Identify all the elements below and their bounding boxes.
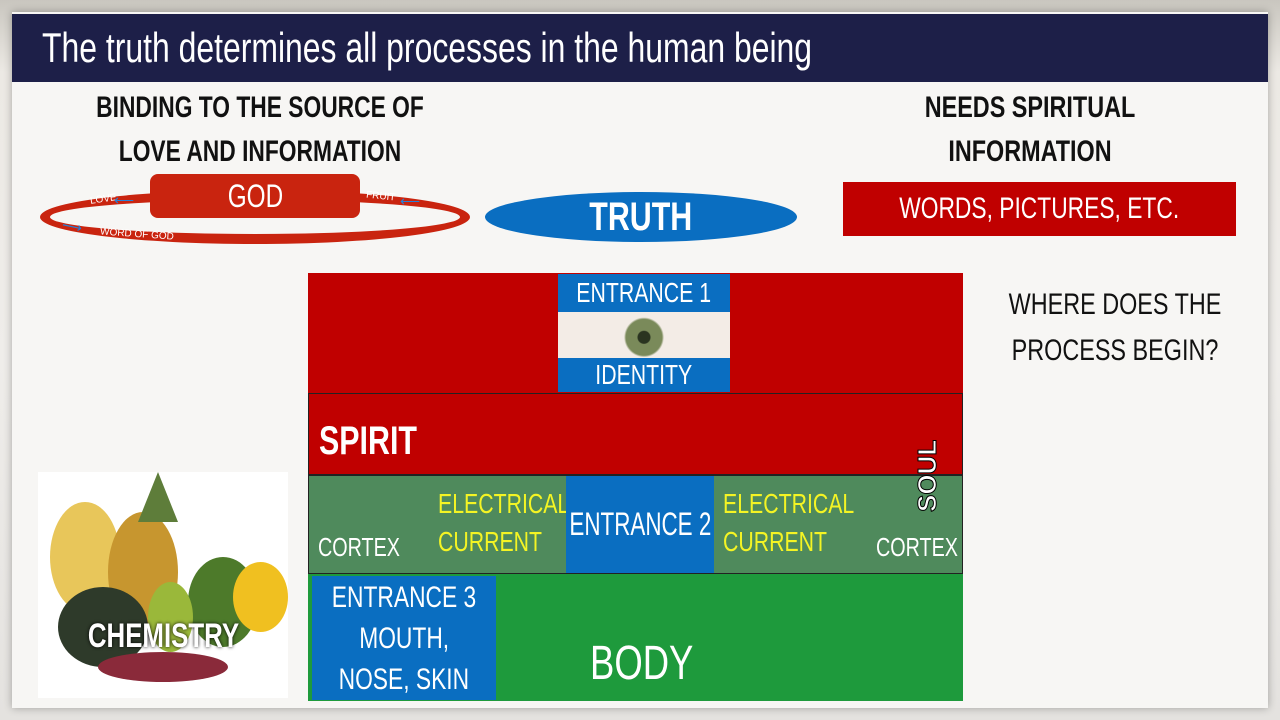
current-right: ELECTRICAL CURRENT (723, 485, 896, 561)
god-label: GOD (227, 177, 283, 214)
cortex-left-wrap: CORTEX (318, 532, 426, 563)
identity-label: IDENTITY (595, 359, 693, 390)
arrow-left-icon: ⟵ (114, 192, 135, 208)
question-text: WHERE DOES THE PROCESS BEGIN? (1008, 288, 1222, 367)
fruit-image: CHEMISTRY (38, 472, 288, 698)
spirit-block: SPIRIT (308, 393, 963, 475)
cortex-right: CORTEX (876, 532, 958, 562)
entrance-3: ENTRANCE 3 MOUTH, NOSE, SKIN (312, 576, 496, 700)
current-left-line2: CURRENT (438, 526, 543, 557)
body-label-wrap: BODY (590, 636, 726, 691)
entrance-3-line2: MOUTH, (359, 621, 449, 655)
entrance-2: ENTRANCE 2 (569, 506, 711, 542)
cortex-left: CORTEX (318, 532, 400, 562)
god-box: GOD (150, 174, 360, 218)
right-heading: NEEDS SPIRITUAL INFORMATION (924, 91, 1136, 168)
spirit-label: SPIRIT (319, 419, 417, 463)
eye-image (558, 312, 730, 358)
current-right-line1: ELECTRICAL (723, 488, 855, 519)
arrow-left-icon: ⟵ (400, 193, 421, 209)
current-left: ELECTRICAL CURRENT (438, 485, 611, 561)
cortex-right-wrap: CORTEX (876, 532, 984, 563)
words-box: WORDS, PICTURES, ETC. (843, 182, 1236, 236)
truth-ellipse: TRUTH (485, 192, 797, 242)
slide-title: The truth determines all processes in th… (42, 24, 813, 71)
entrance-3-line3: NOSE, SKIN (338, 662, 470, 696)
entrance-1-label: ENTRANCE 1 (576, 277, 712, 308)
current-right-line2: CURRENT (723, 526, 828, 557)
body-label: BODY (590, 637, 694, 690)
entrance-3-label: ENTRANCE 3 (331, 580, 477, 614)
current-left-line1: ELECTRICAL (438, 488, 570, 519)
words-label: WORDS, PICTURES, ETC. (899, 192, 1180, 225)
title-bar: The truth determines all processes in th… (12, 14, 1268, 82)
entrance-2-box: ENTRANCE 2 (566, 476, 714, 573)
truth-label: TRUTH (589, 194, 693, 239)
soul-label: SOUL (912, 439, 943, 512)
left-heading: BINDING TO THE SOURCE OF LOVE AND INFORM… (96, 91, 424, 168)
chemistry-label: CHEMISTRY (87, 617, 239, 655)
